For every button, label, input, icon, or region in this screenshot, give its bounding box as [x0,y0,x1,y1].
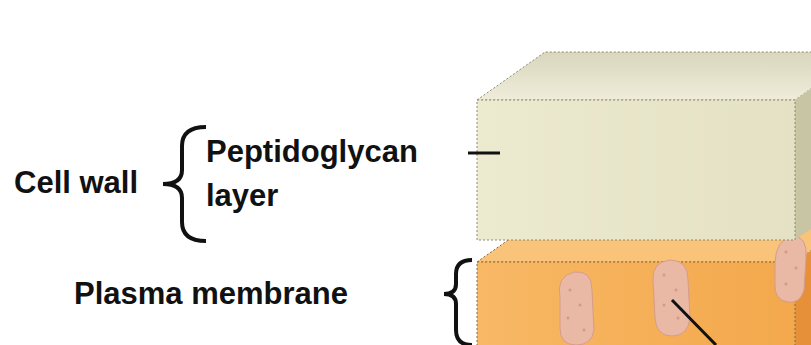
membrane-proteins [559,236,806,345]
leader-line [672,300,716,345]
peptidoglycan-slab [477,52,811,240]
membrane-protein [775,236,806,302]
part-label: Plasma membrane [74,272,454,316]
membrane-front-face [477,262,795,345]
part-label: Peptidoglycan layer [206,130,468,218]
protein-texture [567,251,798,332]
membrane-protein [559,272,594,345]
leader-line [468,152,500,155]
bracket [163,127,206,241]
membrane-protein [653,260,690,336]
bracket [444,260,472,345]
wall-top-face [477,52,811,100]
group-label: Cell wall [14,161,184,205]
wall-side-face [795,52,811,240]
wall-front-face [477,100,795,240]
